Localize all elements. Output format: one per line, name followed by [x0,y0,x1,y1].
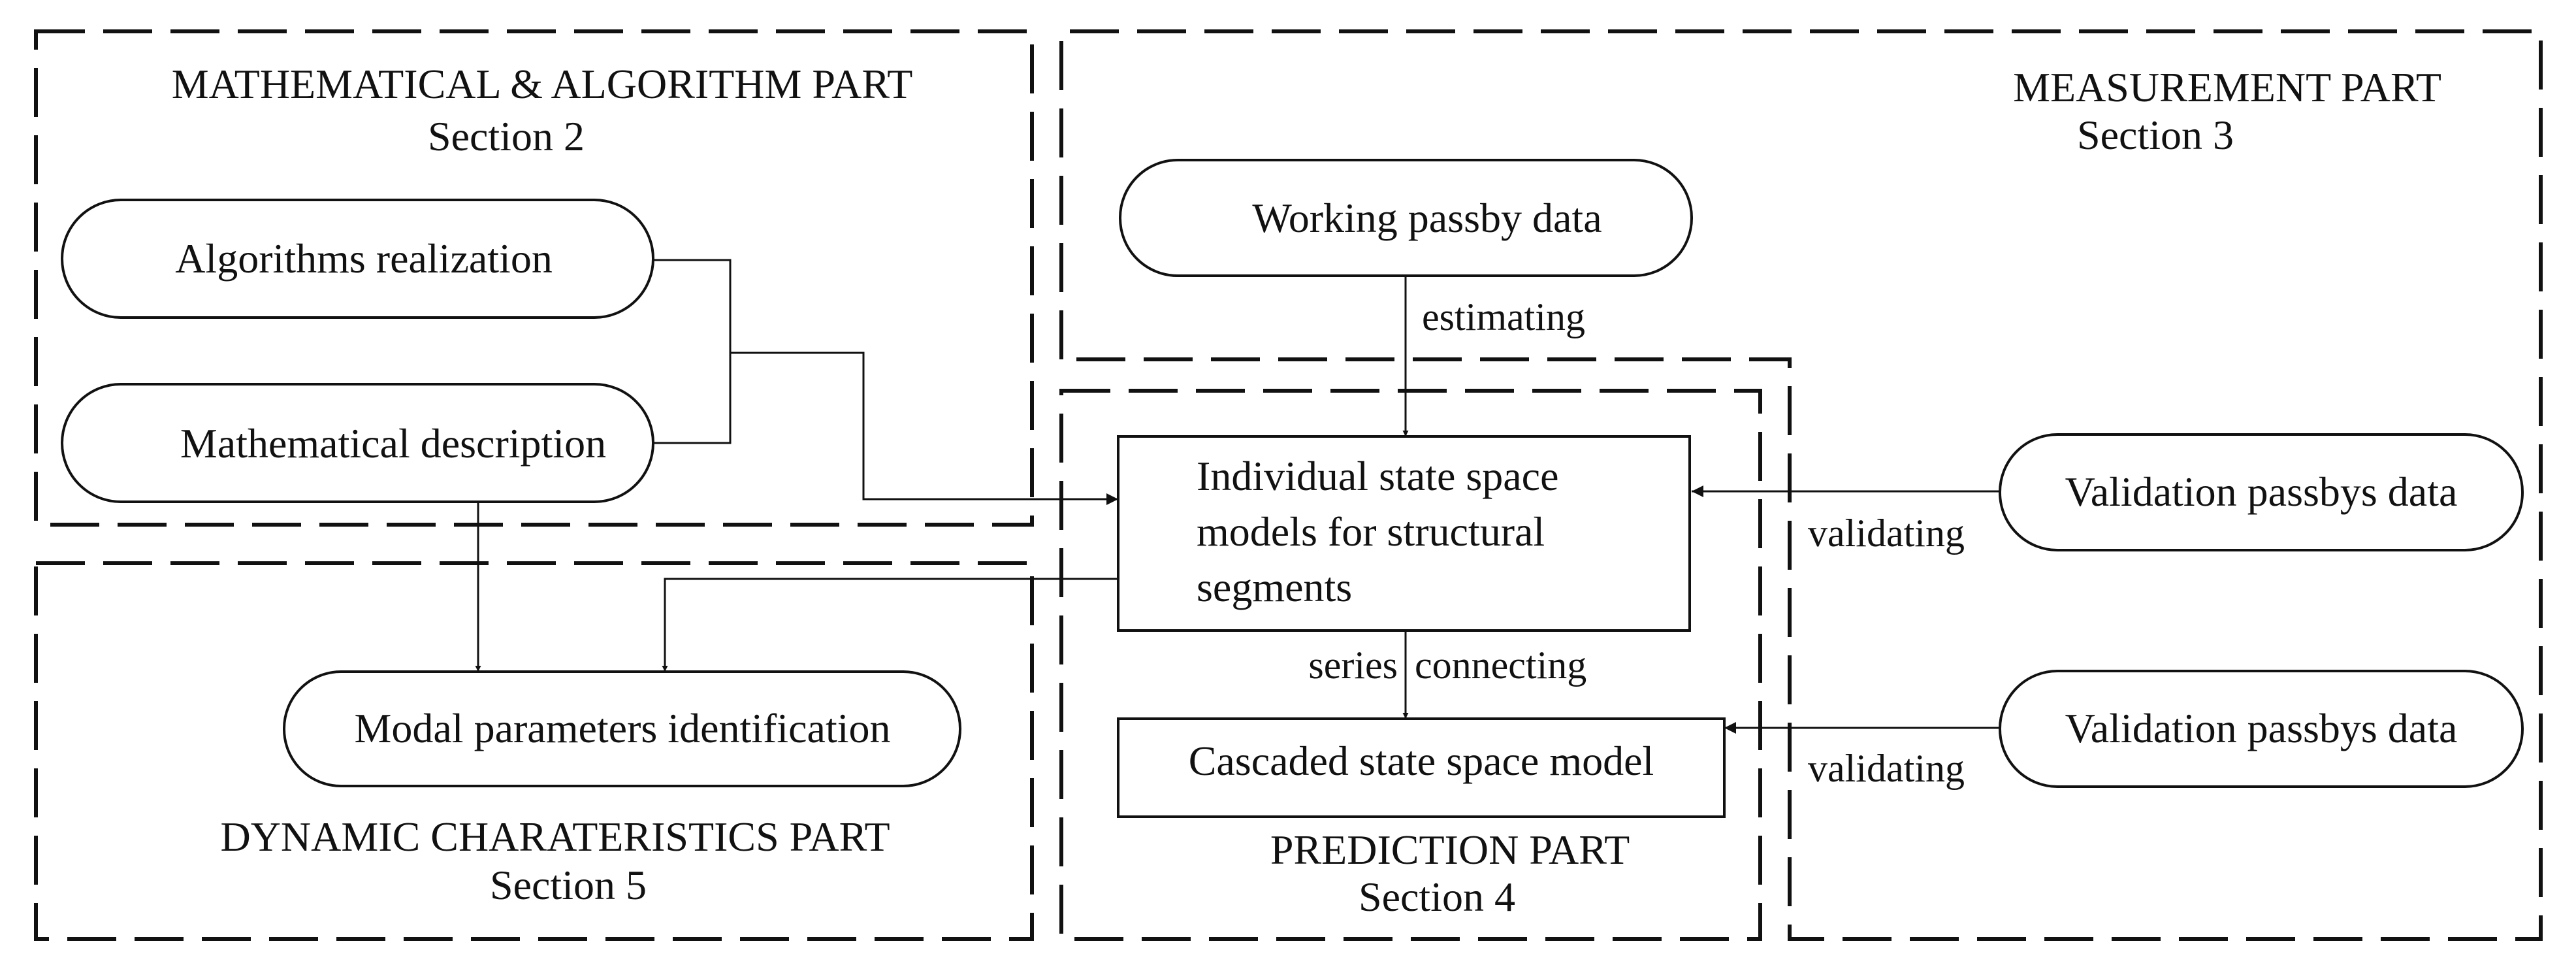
prediction-region-title: PREDICTION PART [1270,827,1630,873]
validation-passbys-node-2: Validation passbys data [1999,670,2524,788]
math-region-border [34,29,1034,527]
cascaded-model-node: Cascaded state space model [1117,717,1726,818]
modal-parameters-node: Modal parameters identification [283,670,961,787]
prediction-region-section: Section 4 [1359,874,1515,920]
dynamic-region-border [34,561,1034,941]
modal-parameters-label: Modal parameters identification [354,705,890,751]
individual-models-line-3: segments [1197,564,1352,610]
math-region-section: Section 2 [428,113,585,159]
math-bracket-connector [653,259,732,444]
validation-passbys-label-1: Validation passbys data [2065,468,2458,515]
dynamic-region-title: DYNAMIC CHARATERISTICS PART [220,813,890,860]
working-passby-label: Working passby data [1252,195,1602,241]
prediction-region-border [1059,389,1762,941]
algorithms-realization-label: Algorithms realization [175,235,553,282]
measurement-region-title: MEASUREMENT PART [2013,64,2441,110]
series-label: series [1308,644,1398,687]
individual-models-node: Individual state space models for struct… [1117,435,1691,632]
math-to-individual-arrow [730,352,1118,505]
individual-to-modal-arrow [662,578,1118,672]
connecting-label: connecting [1415,644,1586,687]
estimating-label: estimating [1422,295,1585,338]
working-passby-node: Working passby data [1119,159,1693,277]
measurement-region-border [1059,29,2543,941]
validating-label-2: validating [1808,747,1965,790]
cascaded-model-label: Cascaded state space model [1189,738,1654,784]
algorithms-realization-node: Algorithms realization [61,199,654,319]
individual-models-line-2: models for structural [1197,508,1545,555]
validation-passbys-label-2: Validation passbys data [2065,705,2458,751]
measurement-region-section: Section 3 [2077,112,2234,158]
validating-label-1: validating [1808,512,1965,555]
individual-models-line-1: Individual state space [1197,453,1558,499]
validation-passbys-node-1: Validation passbys data [1999,433,2524,551]
mathematical-description-label: Mathematical description [180,420,606,467]
mathematical-description-node: Mathematical description [61,383,654,503]
math-region-title: MATHEMATICAL & ALGORITHM PART [172,61,913,107]
dynamic-region-section: Section 5 [490,862,647,908]
